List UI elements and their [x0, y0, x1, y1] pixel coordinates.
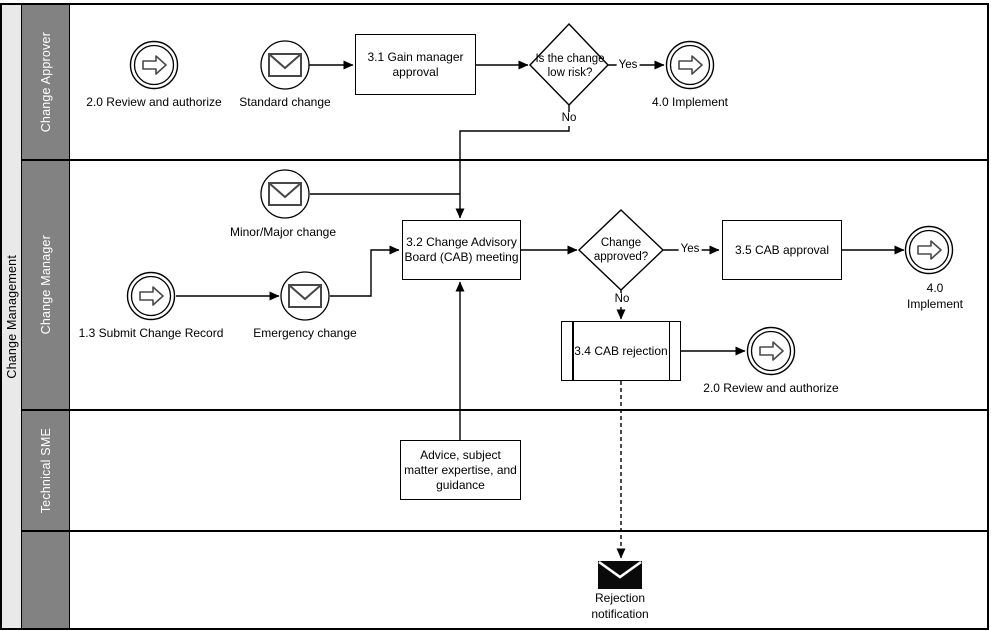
envelope-icon	[268, 182, 302, 206]
label-standard-change: Standard change	[239, 95, 331, 109]
task-cab-meeting: 3.2 Change Advisory Board (CAB) meeting	[402, 220, 521, 280]
pool-label-band: Change Management	[2, 5, 21, 628]
pool-change-management	[0, 3, 989, 630]
side-bar	[572, 322, 574, 380]
label-minor-major-change: Minor/Major change	[229, 225, 337, 239]
event-minor-major-change	[260, 169, 310, 219]
gateway-change-approved-shape	[577, 209, 665, 291]
flow-emergency-to-32	[330, 245, 400, 297]
event-review-authorize-top	[129, 40, 179, 90]
task-cab-approval: 3.5 CAB approval	[722, 220, 842, 280]
label-review-authorize-mid: 2.0 Review and authorize	[703, 381, 839, 395]
envelope-icon	[288, 284, 322, 308]
task-label: 3.5 CAB approval	[734, 242, 830, 257]
event-implement-mid	[904, 225, 954, 275]
event-implement-top	[665, 40, 715, 90]
envelope-icon	[268, 53, 302, 77]
label-implement-mid: 4.0 Implement	[906, 281, 964, 311]
arrow-icon	[917, 240, 942, 260]
label-review-authorize-top: 2.0 Review and authorize	[86, 95, 222, 109]
label-emergency-change: Emergency change	[253, 326, 357, 340]
task-advice-expertise: Advice, subject matter expertise, and gu…	[400, 440, 521, 500]
task-gain-manager-approval: 3.1 Gain manager approval	[355, 34, 476, 95]
event-review-authorize-mid	[746, 326, 796, 376]
label-implement-top: 4.0 Implement	[651, 95, 729, 109]
gateway-low-risk-label: Is the change low risk?	[535, 53, 605, 80]
task-cab-rejection: 3.4 CAB rejection	[561, 321, 681, 381]
lane-divider	[21, 409, 987, 411]
side-bar	[668, 322, 670, 380]
gateway-change-approved-label: Change approved?	[593, 237, 649, 264]
edge-label-yes: Yes	[678, 243, 702, 257]
task-label: 3.4 CAB rejection	[574, 343, 668, 358]
edge-label-yes: Yes	[616, 59, 640, 73]
event-submit-change-record	[126, 271, 176, 321]
gateway-low-risk-shape	[529, 22, 609, 107]
event-standard-change	[260, 40, 310, 90]
task-label: 3.2 Change Advisory Board (CAB) meeting	[404, 235, 519, 264]
lane-divider	[21, 530, 987, 532]
arrow-icon	[139, 286, 164, 306]
edge-label-no: No	[559, 112, 579, 126]
lane-header-change-approver: Change Approver	[21, 5, 70, 160]
task-label: 3.1 Gain manager approval	[367, 49, 464, 79]
event-emergency-change	[280, 271, 330, 321]
filled-envelope-icon	[598, 560, 642, 589]
lane-header-technical-sme: Technical SME	[21, 410, 70, 531]
task-label: Advice, subject matter expertise, and gu…	[404, 447, 517, 492]
arrow-icon	[678, 55, 703, 75]
event-rejection-notification	[598, 560, 642, 589]
flow-gateway-no-to-32	[455, 105, 570, 219]
label-submit-change-record: 1.3 Submit Change Record	[78, 326, 224, 340]
lane-divider	[21, 159, 987, 161]
arrow-icon	[759, 341, 784, 361]
lane-header-change-manager: Change Manager	[21, 160, 70, 410]
label-rejection-notification: Rejection notification	[591, 591, 649, 621]
lane-header-blank	[21, 531, 70, 628]
arrow-icon	[142, 55, 167, 75]
edge-label-no: No	[612, 293, 632, 307]
